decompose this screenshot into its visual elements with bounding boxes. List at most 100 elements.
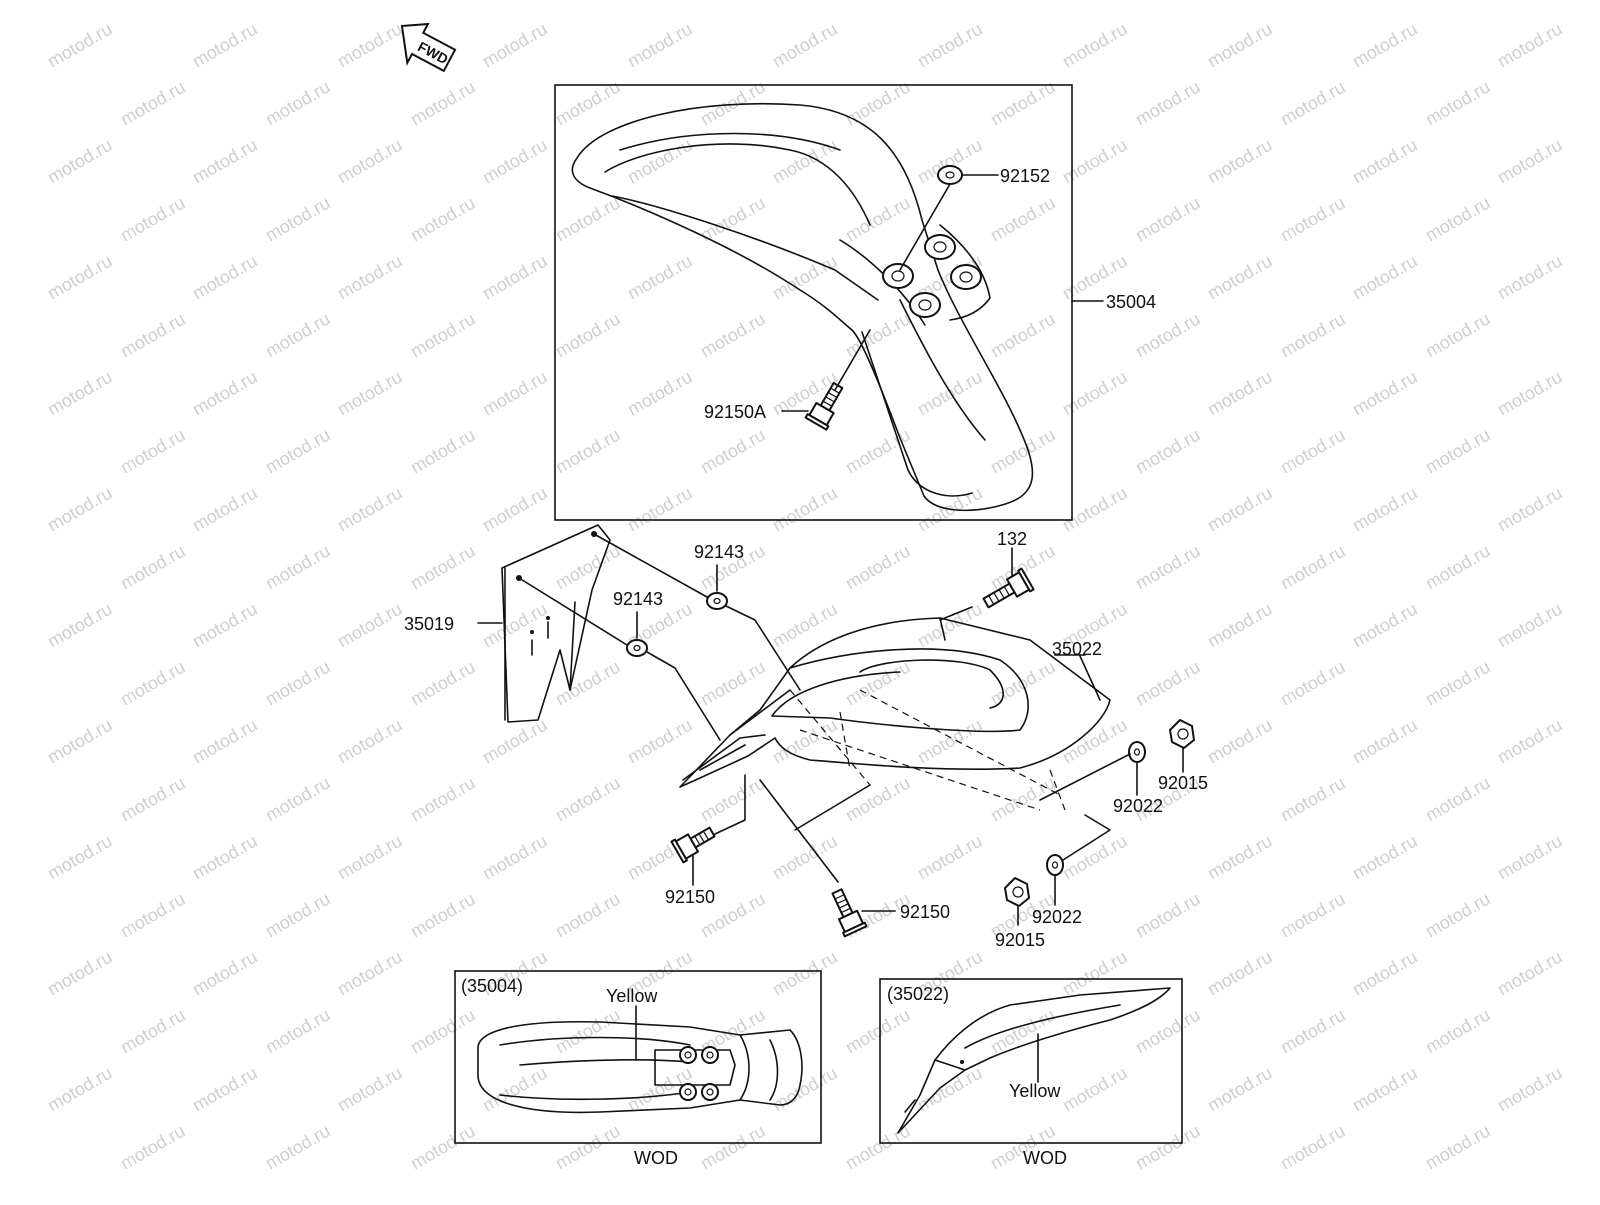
watermark-text: motod.ru — [697, 657, 769, 710]
bolt-92150 — [670, 826, 716, 864]
part-label-92015-b: 92015 — [995, 930, 1045, 950]
nut-92015 — [1004, 877, 1030, 907]
watermark-text: motod.ru — [1277, 541, 1349, 594]
mud-flap-35019 — [501, 524, 611, 723]
watermark-text: motod.ru — [1494, 483, 1566, 536]
watermark-text: motod.ru — [1494, 715, 1566, 768]
watermark-text: motod.ru — [407, 1121, 479, 1174]
mounting-hole — [950, 264, 982, 290]
watermark-text: motod.ru — [44, 19, 116, 72]
watermark-text: motod.ru — [552, 309, 624, 362]
watermark-text: motod.ru — [1277, 425, 1349, 478]
watermark-text: motod.ru — [1277, 193, 1349, 246]
watermark-text: motod.ru — [44, 1063, 116, 1116]
watermark-text: motod.ru — [769, 135, 841, 188]
watermark-text: motod.ru — [479, 19, 551, 72]
watermark-text: motod.ru — [1349, 599, 1421, 652]
watermark-text: motod.ru — [44, 831, 116, 884]
watermark-text: motod.ru — [624, 483, 696, 536]
watermark-text: motod.ru — [1132, 425, 1204, 478]
watermark-text: motod.ru — [1204, 947, 1276, 1000]
watermark-text: motod.ru — [1422, 773, 1494, 826]
watermark-text: motod.ru — [117, 193, 189, 246]
watermark-text: motod.ru — [334, 715, 406, 768]
watermark-text: motod.ru — [842, 1005, 914, 1058]
watermark-text: motod.ru — [1422, 889, 1494, 942]
watermark-text: motod.ru — [1349, 1063, 1421, 1116]
watermark-text: motod.ru — [1349, 251, 1421, 304]
watermark-text: motod.ru — [624, 19, 696, 72]
washer-92143 — [706, 592, 728, 610]
watermark-text: motod.ru — [262, 773, 334, 826]
watermark-text: motod.ru — [1204, 599, 1276, 652]
watermark-text: motod.ru — [697, 773, 769, 826]
watermark-text: motod.ru — [117, 1005, 189, 1058]
part-label-92150A: 92150A — [704, 402, 766, 422]
part-label-92143-a: 92143 — [694, 542, 744, 562]
watermark-text: motod.ru — [1494, 367, 1566, 420]
watermark-text: motod.ru — [117, 77, 189, 130]
watermark-text: motod.ru — [914, 19, 986, 72]
watermark-text: motod.ru — [1132, 309, 1204, 362]
watermark-text: motod.ru — [334, 251, 406, 304]
watermark-text: motod.ru — [334, 483, 406, 536]
inset-front-fender-top-view — [477, 1020, 803, 1114]
inset-left-box — [454, 970, 822, 1144]
watermark-text: motod.ru — [479, 599, 551, 652]
watermark-text: motod.ru — [1132, 77, 1204, 130]
part-label-92143-b: 92143 — [613, 589, 663, 609]
watermark-text: motod.ru — [987, 773, 1059, 826]
inset-right-box — [879, 978, 1183, 1144]
watermark-text: motod.ru — [407, 657, 479, 710]
watermark-text: motod.ru — [914, 831, 986, 884]
watermark-text: motod.ru — [479, 367, 551, 420]
fwd-arrow-icon: FWD — [400, 22, 457, 73]
watermark-text: motod.ru — [1422, 77, 1494, 130]
watermark-text: motod.ru — [1277, 77, 1349, 130]
watermark-text: motod.ru — [407, 77, 479, 130]
front-fender-group-box — [554, 84, 1073, 521]
watermark-text: motod.ru — [44, 599, 116, 652]
watermark-text: motod.ru — [479, 483, 551, 536]
watermark-text: motod.ru — [1059, 367, 1131, 420]
watermark-text: motod.ru — [769, 1063, 841, 1116]
rear-fender-35022 — [679, 617, 1111, 811]
watermark-text: motod.ru — [1494, 135, 1566, 188]
watermark-text: motod.ru — [914, 715, 986, 768]
watermark-text: motod.ru — [1059, 831, 1131, 884]
watermark-text: motod.ru — [1422, 657, 1494, 710]
watermark-text: motod.ru — [987, 193, 1059, 246]
watermark-text: motod.ru — [262, 193, 334, 246]
watermark-text: motod.ru — [262, 657, 334, 710]
watermark-text: motod.ru — [334, 831, 406, 884]
watermark-text: motod.ru — [842, 309, 914, 362]
watermark-text: motod.ru — [1422, 309, 1494, 362]
watermark-text: motod.ru — [1349, 367, 1421, 420]
front-fender-35004 — [571, 102, 1034, 512]
watermark-text: motod.ru — [1204, 367, 1276, 420]
watermark-text: motod.ru — [262, 425, 334, 478]
watermark-text: motod.ru — [189, 1063, 261, 1116]
watermark-text: motod.ru — [1494, 1063, 1566, 1116]
watermark-text: motod.ru — [407, 309, 479, 362]
watermark-text: motod.ru — [1349, 715, 1421, 768]
watermark-text: motod.ru — [189, 947, 261, 1000]
part-label-35022: 35022 — [1052, 639, 1102, 659]
watermark-text: motod.ru — [1277, 309, 1349, 362]
watermark-text: motod.ru — [1349, 483, 1421, 536]
mounting-hole — [679, 1083, 697, 1101]
mounting-hole — [679, 1046, 697, 1064]
inset-left-title: (35004) — [461, 976, 523, 996]
watermark-text: motod.ru — [1132, 889, 1204, 942]
watermark-text: motod.ru — [1204, 19, 1276, 72]
watermark-text: motod.ru — [1204, 1063, 1276, 1116]
watermark-text: motod.ru — [189, 483, 261, 536]
watermark-text: motod.ru — [117, 1121, 189, 1174]
watermark-text: motod.ru — [407, 1005, 479, 1058]
watermark-text: motod.ru — [552, 773, 624, 826]
watermark-text: motod.ru — [1132, 1005, 1204, 1058]
watermark-text: motod.ru — [1059, 1063, 1131, 1116]
watermark-text: motod.ru — [552, 1121, 624, 1174]
watermark-text: motod.ru — [1349, 135, 1421, 188]
watermark-text: motod.ru — [1277, 1121, 1349, 1174]
